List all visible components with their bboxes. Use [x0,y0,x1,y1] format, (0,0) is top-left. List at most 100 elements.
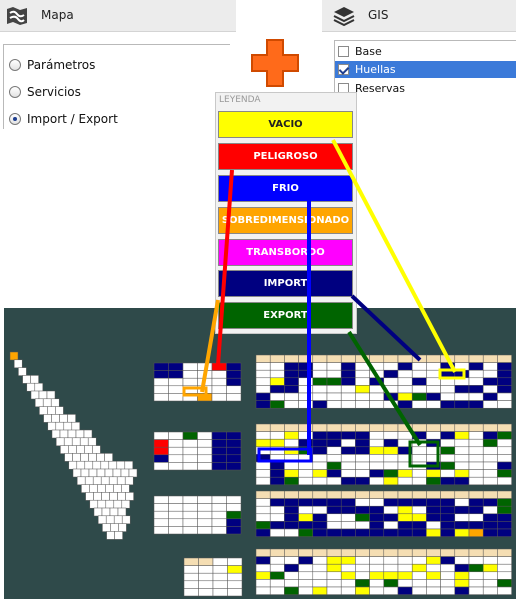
yard-slot [198,580,214,589]
yard-slot [426,476,441,486]
yard-slot [197,526,213,535]
yard-slot [255,454,271,463]
yard-slot [182,385,198,394]
yard-slot [340,385,356,394]
yard-slot [383,461,399,470]
yard-slot [298,548,314,557]
yard-slot [128,468,138,478]
yard-slot [340,513,356,522]
layer-base[interactable]: Base [335,43,516,60]
yard-slot [269,571,285,580]
yard-slot [426,354,441,363]
yard-slot [312,369,328,379]
option-import-export[interactable]: Import / Export [9,110,118,128]
yard-slot [168,393,184,402]
yard-slot [153,393,169,402]
layer-huellas[interactable]: Huellas [335,61,516,78]
yard-slot [183,580,199,589]
yard-slot [284,431,299,440]
yard-slot [369,469,385,478]
yard-slot [81,484,90,493]
yard-slot [482,469,498,478]
yard-slot [440,392,456,401]
yard-slot [312,438,328,448]
yard-slot [211,377,227,387]
yard-slot [153,439,169,448]
yard-slot [255,521,271,530]
yard-slot [92,445,101,454]
yard-slot [468,513,484,522]
yard-slot [227,557,243,566]
option-parametros[interactable]: Parámetros [9,56,95,74]
yard-slot [72,453,81,462]
yard-slot [255,513,271,522]
yard-slot [298,563,314,573]
yard-slot [397,571,413,580]
yard-slot [312,392,328,401]
yard-slot [312,505,328,515]
yard-slot [454,498,470,507]
yard-slot [312,423,328,432]
yard-slot [269,505,285,515]
yard-slot [340,505,356,515]
yard-slot [383,423,399,432]
yard-slot [68,460,78,470]
yard-slot [340,528,356,537]
yard-slot [326,461,342,470]
yard-slot [426,438,441,448]
yard-slot [255,579,271,588]
yard-slot [182,431,198,440]
layer-reservas[interactable]: Reservas [335,80,516,93]
radio-parametros[interactable] [9,59,21,71]
yard-slot [340,556,356,565]
yard-slot [440,362,456,371]
checkbox-base[interactable] [338,46,349,57]
yard-slot [454,362,470,371]
yard-slot [298,469,314,478]
yard-slot [269,454,285,463]
yard-slot [108,476,118,486]
yard-block-row-2 [255,423,512,486]
yard-slot [269,548,285,557]
yard-slot [411,438,427,448]
yard-slot [168,362,184,371]
radio-servicios[interactable] [9,86,21,98]
yard-slot [369,400,385,409]
yard-slot [312,446,328,455]
yard-slot [426,579,441,588]
mapa-panel: Mapa Parámetros Servicios Import / Expor… [0,0,236,140]
terminal-map[interactable] [4,308,516,599]
yard-slot [298,579,314,588]
yard-slot [26,382,36,392]
yard-slot [153,385,169,394]
yard-slot [326,498,342,507]
yard-slot [440,431,456,440]
yard-slot [255,362,271,371]
yard-slot [468,354,484,363]
option-servicios[interactable]: Servicios [9,83,81,101]
yard-slot [497,579,512,588]
yard-slot [497,362,512,371]
yard-slot [298,362,314,371]
yard-slot [468,469,484,478]
yard-slot [355,521,370,530]
yard-slot [168,439,184,448]
yard-slot [182,362,198,371]
yard-slot [269,490,285,499]
checkbox-huellas[interactable] [338,64,349,75]
checkbox-reservas[interactable] [338,83,349,93]
radio-import-export[interactable] [9,113,21,125]
yard-slot [182,510,198,520]
yard-slot [284,438,299,448]
yard-slot [298,400,314,409]
yard-slot [426,498,441,507]
yard-slot [87,437,97,447]
yard-slot [109,507,119,517]
yard-slot [55,437,65,447]
yard-slot [482,579,498,588]
yard-slot [183,565,199,574]
yard-slot [482,498,498,507]
yard-slot [397,454,413,463]
yard-slot [497,513,512,522]
yard-slot [497,385,512,394]
